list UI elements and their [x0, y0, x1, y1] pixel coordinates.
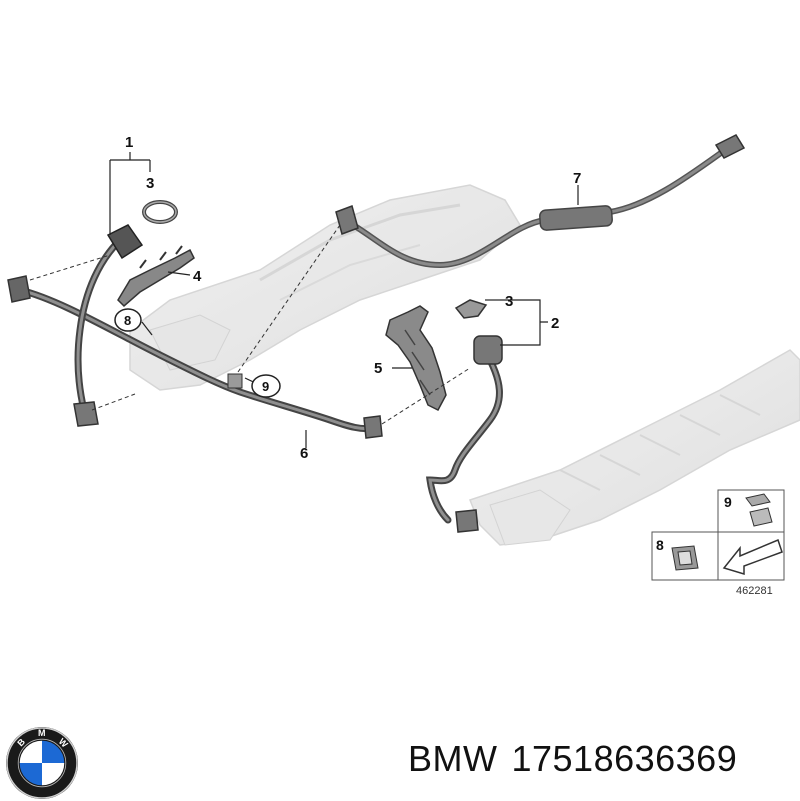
bracket-5: [385, 305, 447, 411]
direction-arrow-icon: [722, 538, 783, 576]
bmw-logo: B M W: [6, 727, 78, 799]
callout-3-right: 3: [505, 293, 513, 310]
circled-callout-9-label: 9: [262, 379, 269, 394]
bracket-4: [117, 245, 195, 308]
diagram-reference-number: 462281: [736, 585, 773, 597]
hose-1: [73, 224, 144, 427]
svg-text:M: M: [38, 728, 46, 738]
circled-callout-9: 9: [251, 374, 281, 398]
inset-label-8: 8: [656, 537, 664, 553]
clip-8-icon: [671, 545, 699, 571]
callout-6: 6: [300, 445, 308, 462]
intake-manifold-ghost: [129, 184, 521, 391]
hose-6: [7, 275, 383, 439]
brand-name: BMW: [408, 738, 498, 779]
hose-2: [426, 335, 503, 533]
part-caption: BMW 17518636369: [408, 738, 751, 780]
callout-7: 7: [573, 170, 581, 187]
callout-2: 2: [551, 315, 559, 332]
circled-callout-8-label: 8: [124, 313, 131, 328]
inset-legend: 9 8 462281: [651, 489, 785, 597]
inset-label-9: 9: [724, 494, 732, 510]
clip-3-right: [454, 299, 488, 319]
callout-1: 1: [125, 134, 133, 151]
part-number: 17518636369: [511, 738, 738, 779]
callout-3-upper: 3: [146, 175, 154, 192]
hose-7: [335, 134, 746, 269]
callout-4: 4: [193, 268, 202, 285]
exhaust-manifold-ghost: [469, 349, 800, 546]
callout-5: 5: [374, 360, 382, 377]
assembly-lines: [29, 224, 471, 425]
clip-3-upper: [142, 200, 178, 224]
circled-callout-8: 8: [114, 308, 142, 332]
clip-9-icon: [745, 493, 773, 527]
